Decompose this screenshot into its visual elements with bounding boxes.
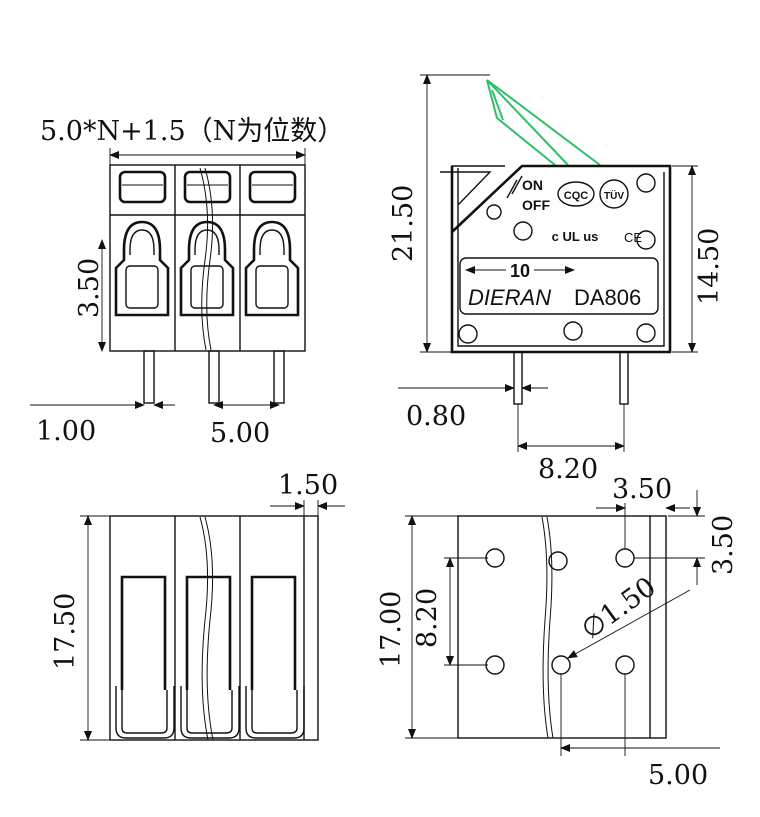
model-label: DA806: [574, 285, 641, 310]
pcb-length-label: 17.00: [376, 591, 407, 668]
wire-entry-1: [114, 220, 170, 317]
front-height-label: 3.50: [74, 258, 105, 318]
offset-y-label: 3.50: [708, 515, 739, 575]
bottom-view: 1.50 17.50: [50, 470, 345, 741]
lever: [486, 79, 601, 166]
row-spacing-label: 8.20: [412, 588, 443, 648]
pcb-view: 17.00 8.20 ∅1.50 3.50 3.50 5: [376, 474, 739, 791]
brand-label: DIERAN: [468, 285, 551, 310]
pin-width-label: 1.00: [36, 416, 96, 447]
front-width-label: 5.0*N+1.5（N为位数）: [40, 116, 344, 147]
edge-label: 1.50: [278, 470, 338, 501]
offset-x-label: 3.50: [612, 474, 672, 505]
total-height-label: 21.50: [388, 185, 419, 262]
hole-diameter-label: ∅1.50: [576, 571, 662, 645]
tuv-mark: TÜV: [599, 179, 629, 209]
body-height-label: 14.50: [694, 228, 725, 305]
scale-label: 10: [510, 261, 530, 281]
pcb-pitch-label: 5.00: [648, 760, 708, 791]
pin-spacing-label: 8.20: [538, 454, 598, 485]
svg-text:CQC: CQC: [564, 190, 589, 202]
svg-text:TÜV: TÜV: [604, 189, 624, 202]
front-pitch-label: 5.00: [210, 418, 270, 449]
front-view: 5.0*N+1.5（N为位数）: [30, 116, 344, 449]
ul-mark: c UL us: [552, 229, 599, 244]
on-label: ON: [522, 177, 543, 193]
off-label: OFF: [522, 197, 550, 213]
cqc-mark: CQC: [557, 181, 595, 207]
ce-mark: CE: [624, 230, 642, 245]
side-view: 21.50 ON OFF CQC TÜV c UL us CE: [388, 74, 725, 485]
pin-thickness-label: 0.80: [406, 401, 466, 432]
wire-entry-3: [244, 220, 300, 317]
bottom-length-label: 17.50: [50, 593, 81, 670]
